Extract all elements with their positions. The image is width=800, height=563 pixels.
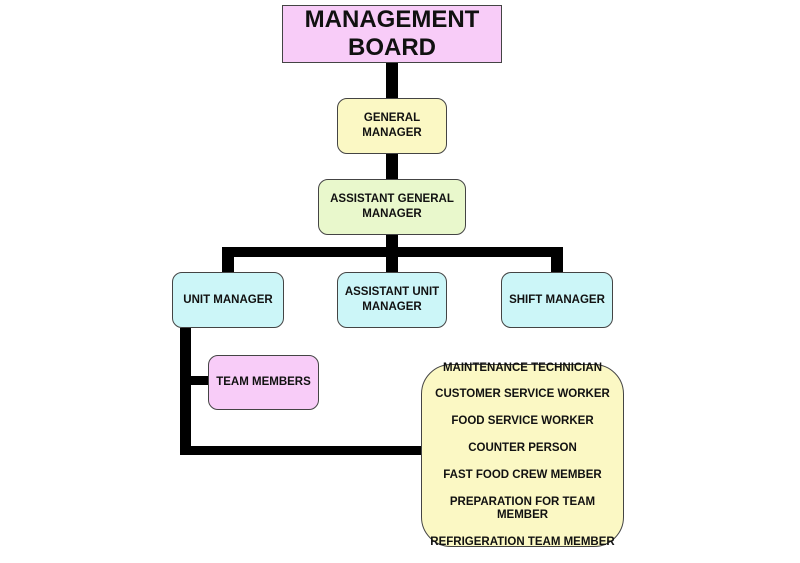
connector-to-unit-manager bbox=[222, 247, 234, 272]
connector-to-team-members bbox=[180, 376, 208, 385]
team-members-box: TEAM MEMBERS bbox=[208, 355, 319, 410]
staff-roles-list: MAINTENANCE TECHNICIAN CUSTOMER SERVICE … bbox=[430, 348, 615, 563]
unit-manager-box: UNIT MANAGER bbox=[172, 272, 284, 328]
staff-role-item: MAINTENANCE TECHNICIAN bbox=[442, 361, 603, 374]
connector-board-to-gm bbox=[386, 63, 398, 98]
connector-to-shift-manager bbox=[551, 247, 563, 272]
connector-unit-manager-down bbox=[180, 328, 191, 455]
general-manager-box: GENERAL MANAGER bbox=[337, 98, 447, 154]
assistant-unit-manager-box: ASSISTANT UNIT MANAGER bbox=[337, 272, 447, 328]
staff-role-item: REFRIGERATION TEAM MEMBER bbox=[430, 535, 615, 548]
staff-role-item: COUNTER PERSON bbox=[468, 442, 577, 455]
staff-roles-box: MAINTENANCE TECHNICIAN CUSTOMER SERVICE … bbox=[421, 362, 624, 548]
assistant-general-manager-box: ASSISTANT GENERAL MANAGER bbox=[318, 179, 466, 235]
staff-role-item: CUSTOMER SERVICE WORKER bbox=[435, 388, 610, 401]
shift-manager-box: SHIFT MANAGER bbox=[501, 272, 613, 328]
staff-role-item: FAST FOOD CREW MEMBER bbox=[443, 468, 602, 481]
staff-role-item: PREPARATION FOR TEAM MEMBER bbox=[449, 495, 596, 522]
connector-to-staff-roles bbox=[180, 446, 421, 455]
management-board-box: MANAGEMENT BOARD bbox=[282, 5, 502, 63]
connector-managers-horizontal bbox=[222, 247, 563, 257]
staff-role-item: FOOD SERVICE WORKER bbox=[451, 415, 594, 428]
connector-gm-to-agm bbox=[386, 154, 398, 179]
